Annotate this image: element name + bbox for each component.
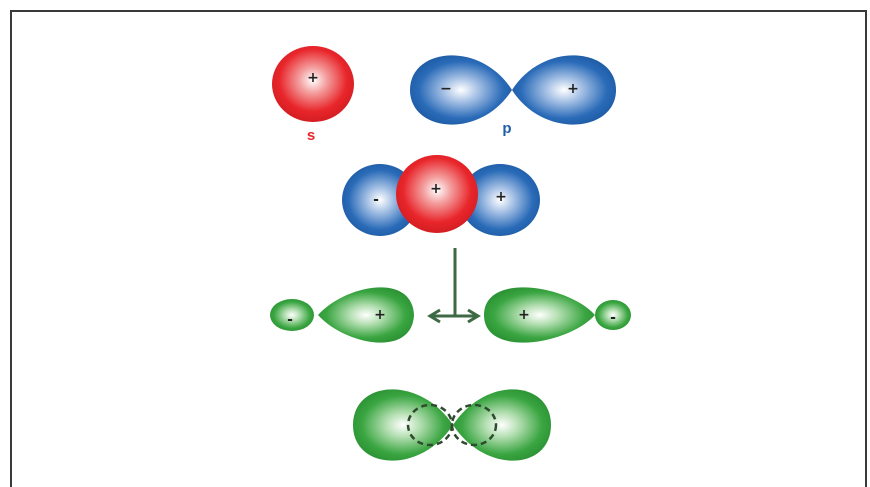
hybrid-right-large-sign: + [518, 307, 530, 323]
overlap-right-sign: + [495, 189, 507, 205]
p-orbital: − + [410, 55, 616, 125]
hybrid-left-small-sign: - [287, 312, 293, 328]
sp-hybrid-left: - + [270, 287, 414, 343]
small-lobe-dashed-right [450, 403, 498, 447]
sp-hybrid-right: + - [484, 287, 631, 343]
sp-hybrid-pair [353, 389, 551, 461]
hybrid-left-large-sign: + [374, 307, 386, 323]
s-orbital-plus-sign: + [307, 70, 319, 86]
p-orbital-minus-sign: − [440, 81, 452, 97]
sp-overlap: - + + [342, 155, 540, 236]
overlap-left-sign: - [373, 192, 379, 208]
p-label: p [502, 120, 511, 137]
p-orbital-plus-sign: + [567, 81, 579, 97]
hybrid-right-small-sign: - [610, 310, 616, 326]
hybridization-arrow [427, 248, 481, 324]
s-label: s [307, 127, 315, 144]
overlap-center-sign: + [430, 181, 442, 197]
s-orbital: + [272, 46, 354, 122]
